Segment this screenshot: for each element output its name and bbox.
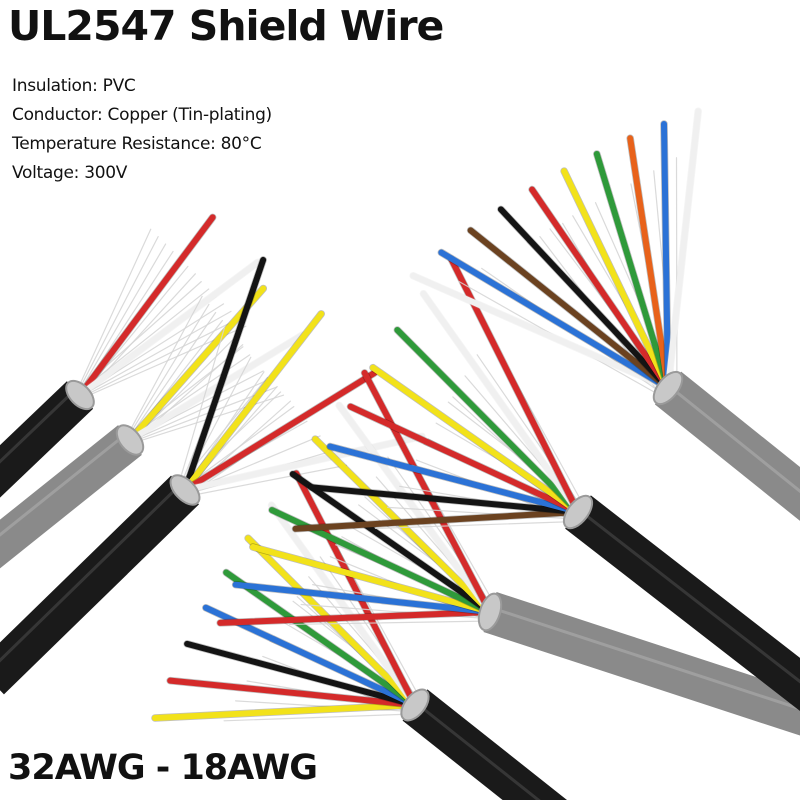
core-yellow bbox=[312, 436, 493, 615]
core-red bbox=[529, 186, 671, 391]
cores bbox=[76, 213, 262, 399]
cores bbox=[126, 284, 307, 444]
core-black bbox=[289, 471, 493, 615]
core-yellow bbox=[249, 544, 493, 615]
core-white bbox=[127, 332, 306, 443]
shield-braid bbox=[652, 370, 684, 406]
core-white bbox=[268, 502, 418, 708]
core-white bbox=[410, 272, 671, 391]
shield-braid bbox=[562, 494, 594, 530]
cores bbox=[216, 369, 494, 627]
core-red bbox=[361, 369, 493, 615]
cores bbox=[409, 107, 702, 392]
spec-list: Insulation: PVC Conductor: Copper (Tin-p… bbox=[12, 72, 272, 188]
core-brown bbox=[467, 227, 671, 391]
cable-10-core-gray bbox=[409, 107, 800, 521]
core-red bbox=[347, 403, 581, 515]
core-black bbox=[497, 206, 671, 391]
shield-braid bbox=[477, 592, 503, 632]
core-white bbox=[182, 433, 425, 493]
core-red bbox=[217, 609, 493, 626]
core-blue bbox=[660, 120, 671, 391]
core-yellow bbox=[245, 535, 418, 708]
spec-temperature: Temperature Resistance: 80°C bbox=[12, 134, 262, 154]
core-brown bbox=[292, 509, 581, 532]
cable-2-core-gray bbox=[0, 284, 307, 569]
spec-voltage: Voltage: 300V bbox=[12, 163, 128, 183]
awg-range: 32AWG - 18AWG bbox=[8, 748, 318, 788]
shield-braid bbox=[169, 474, 201, 506]
core-green bbox=[593, 150, 671, 391]
core-white bbox=[420, 290, 581, 515]
jacket bbox=[654, 371, 800, 521]
core-white bbox=[665, 108, 702, 391]
jacket bbox=[0, 475, 199, 695]
core-red bbox=[182, 369, 378, 493]
core-black bbox=[308, 484, 581, 515]
jacket bbox=[0, 381, 94, 498]
core-yellow bbox=[151, 702, 418, 721]
core-blue bbox=[232, 581, 493, 615]
shield-braid bbox=[115, 424, 145, 456]
core-red bbox=[167, 677, 418, 708]
jacket bbox=[402, 689, 567, 800]
core-red bbox=[77, 214, 216, 398]
cores bbox=[181, 256, 426, 494]
core-yellow bbox=[127, 285, 267, 443]
core-yellow bbox=[182, 310, 325, 493]
core-white bbox=[77, 259, 261, 398]
cores bbox=[291, 255, 582, 533]
core-yellow bbox=[369, 364, 581, 515]
cable-4-core-black bbox=[0, 256, 426, 695]
core-blue bbox=[438, 249, 671, 391]
core-blue bbox=[327, 443, 581, 515]
spec-insulation: Insulation: PVC bbox=[12, 76, 136, 96]
core-orange bbox=[627, 135, 671, 391]
core-green bbox=[394, 327, 581, 515]
spec-conductor: Conductor: Copper (Tin-plating) bbox=[12, 105, 272, 125]
page-title: UL2547 Shield Wire bbox=[8, 2, 444, 50]
core-black bbox=[182, 256, 267, 493]
jacket bbox=[565, 495, 800, 712]
cable-8-core-black bbox=[151, 469, 567, 800]
core-yellow bbox=[561, 168, 671, 391]
shield-braid bbox=[400, 688, 430, 722]
jacket bbox=[0, 425, 142, 569]
core-green bbox=[223, 569, 418, 708]
core-black bbox=[184, 640, 418, 708]
core-red bbox=[293, 470, 418, 708]
cable-8-core-black-large bbox=[291, 255, 800, 712]
shield-braid bbox=[65, 379, 95, 411]
jacket bbox=[483, 592, 800, 736]
